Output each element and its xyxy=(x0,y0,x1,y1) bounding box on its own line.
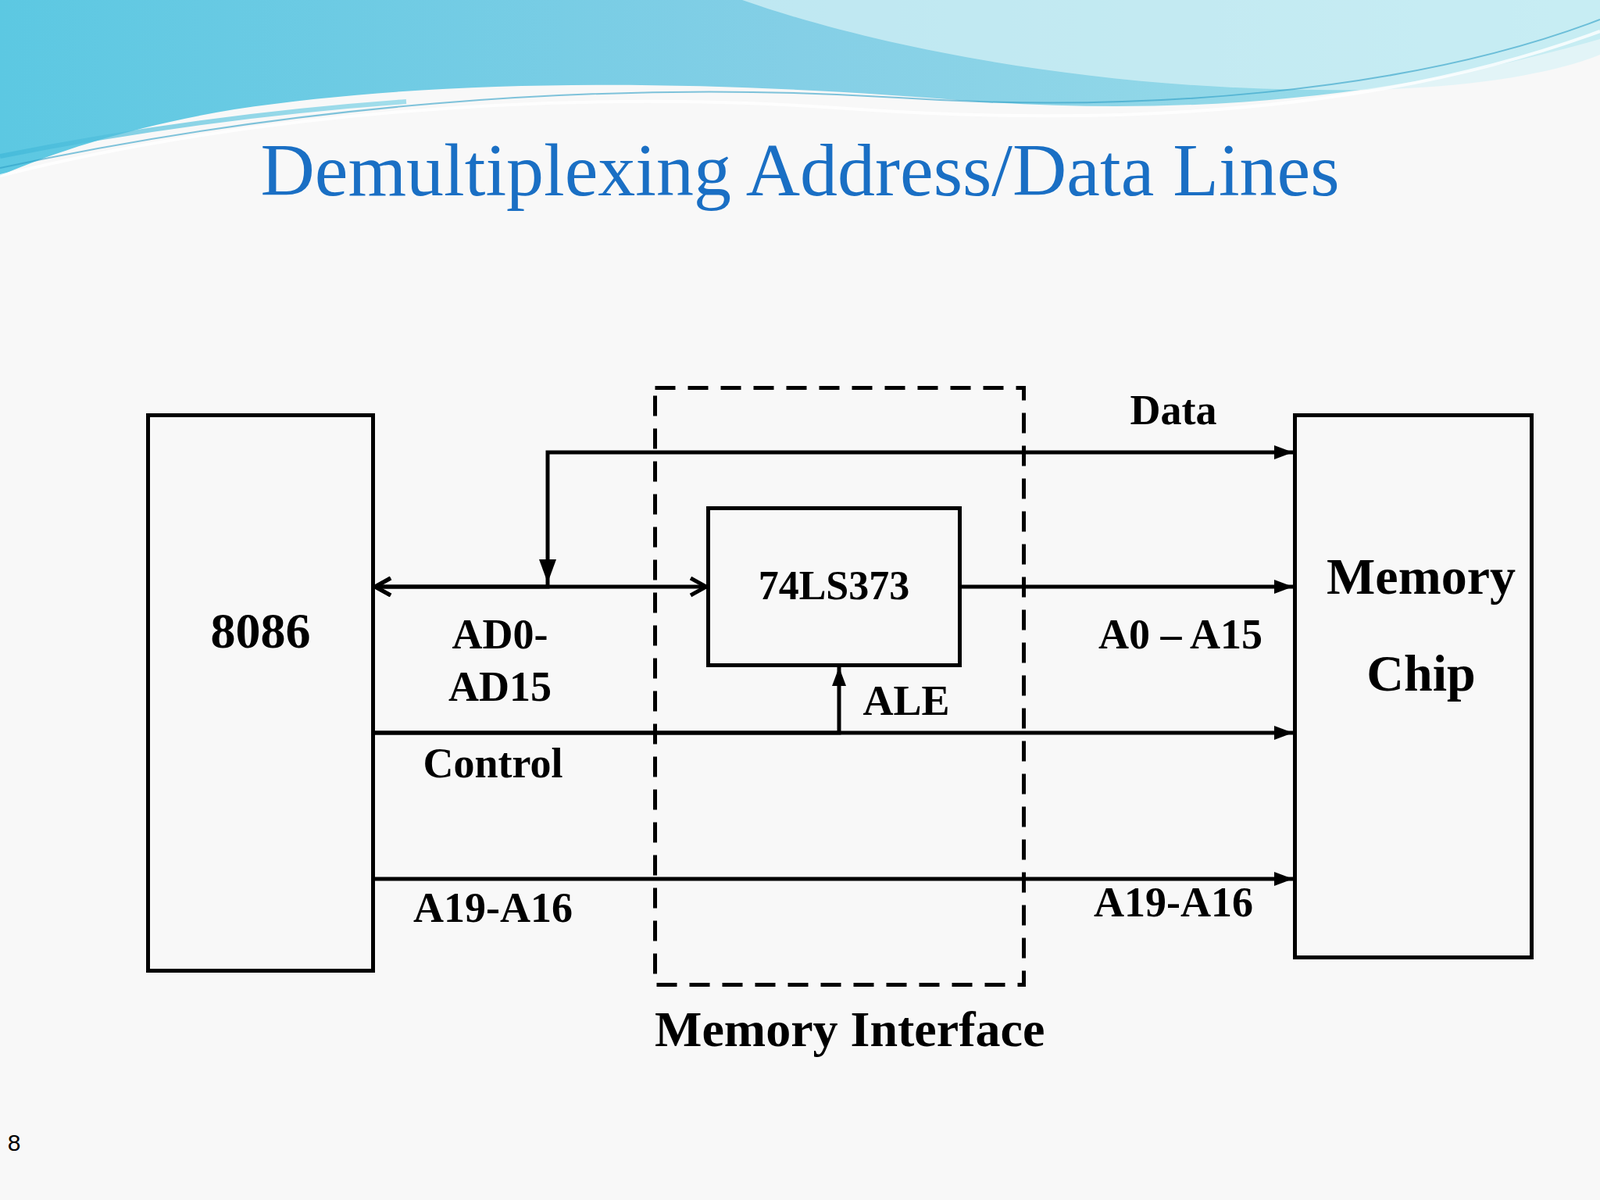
wave-highlight xyxy=(742,0,1600,90)
signal-name: A19-A16 xyxy=(413,882,573,934)
bus-connector xyxy=(961,585,1293,590)
signal-name: AD0- AD15 xyxy=(441,608,559,714)
bus-connector xyxy=(375,667,840,733)
signal-name: Control xyxy=(422,738,563,790)
processor-box: 8086 xyxy=(146,413,375,973)
signal-name: A19-A16 xyxy=(1093,878,1254,927)
slide-title: Demultiplexing Address/Data Lines xyxy=(0,125,1600,215)
signal-name: Data xyxy=(1130,385,1218,436)
interface-boundary: Memory Interface74LS373 xyxy=(653,385,1026,987)
node-label: Memory Interface xyxy=(654,1000,1140,1061)
slide-number: 8 xyxy=(7,1129,22,1157)
bus-connector xyxy=(375,731,1293,736)
dashed-outline xyxy=(653,385,1026,987)
memory-box: Memory Chip xyxy=(1292,413,1534,960)
node-label: 8086 xyxy=(150,601,372,662)
node-label: 74LS373 xyxy=(710,561,958,611)
node-label: Memory Chip xyxy=(1292,528,1550,722)
signal-name: ALE xyxy=(862,675,950,727)
bus-connector xyxy=(375,585,707,590)
signal-name: A0 – A15 xyxy=(1098,609,1263,661)
junction-arrow-head xyxy=(539,559,557,583)
dashed-rect xyxy=(655,388,1025,986)
latch-box: 74LS373 xyxy=(706,506,962,668)
